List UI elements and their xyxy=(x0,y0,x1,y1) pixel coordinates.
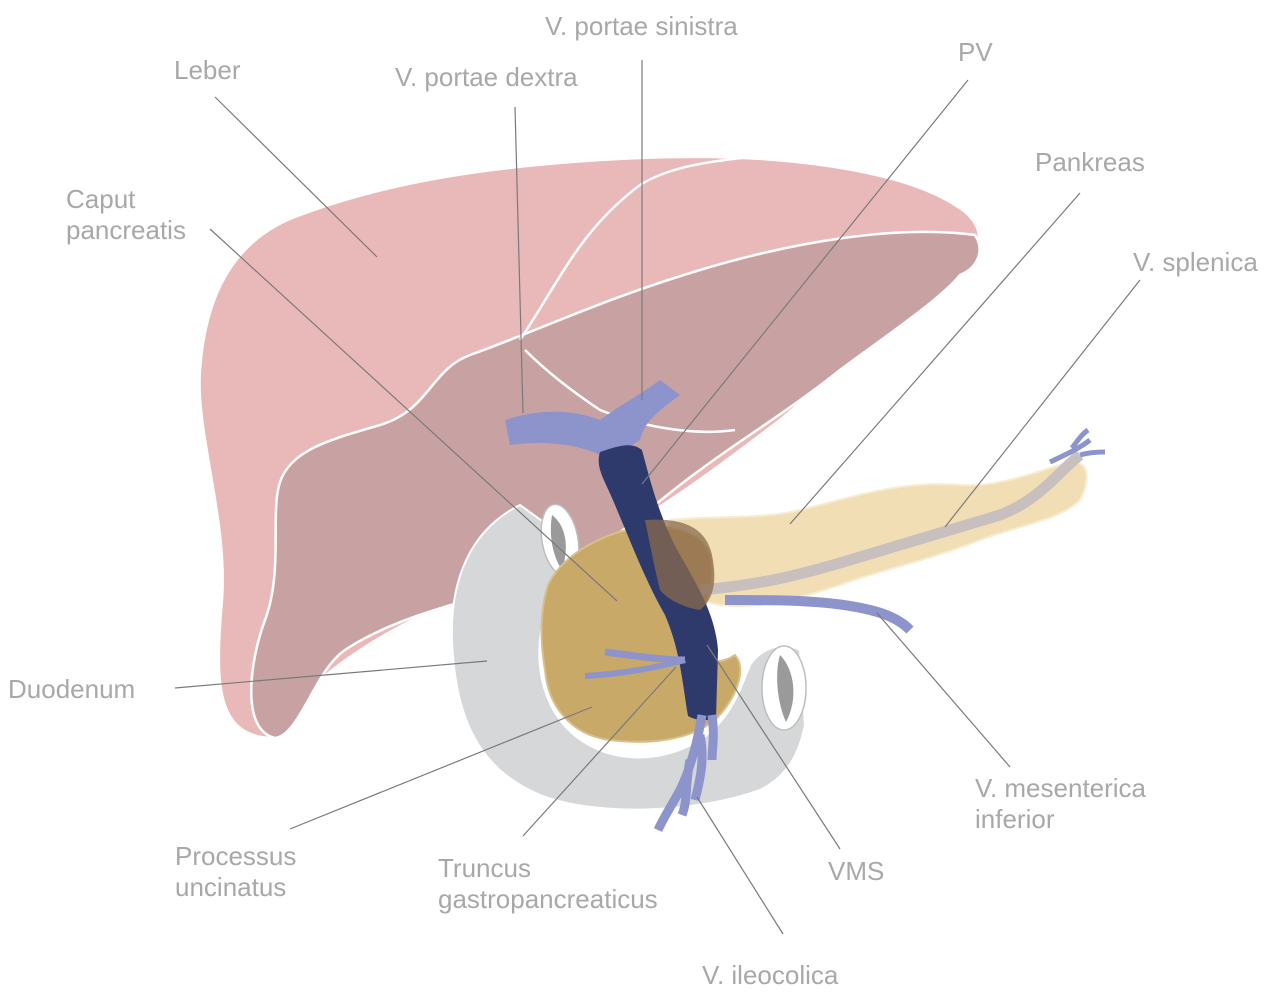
label-pv: PV xyxy=(958,37,993,68)
label-v-ileocolica: V. ileocolica xyxy=(702,960,838,991)
inferior-mesenteric-vein xyxy=(725,600,910,630)
label-leber: Leber xyxy=(174,55,241,86)
label-vmi-line1: V. mesenterica xyxy=(975,773,1146,804)
leader-v-mesenterica-inferior xyxy=(877,613,1010,767)
label-truncus-line1: Truncus xyxy=(438,853,658,884)
label-pankreas: Pankreas xyxy=(1035,147,1145,178)
label-processus-line2: uncinatus xyxy=(175,872,296,903)
label-v-portae-sinistra: V. portae sinistra xyxy=(545,11,738,42)
label-caput-line2: pancreatis xyxy=(66,215,186,246)
label-processus-line1: Processus xyxy=(175,841,296,872)
label-processus-uncinatus: Processus uncinatus xyxy=(175,841,296,903)
leader-v-ileocolica xyxy=(697,797,783,934)
label-caput-line1: Caput xyxy=(66,184,186,215)
label-v-portae-dextra: V. portae dextra xyxy=(395,62,578,93)
label-duodenum: Duodenum xyxy=(8,674,135,705)
label-vmi-line2: inferior xyxy=(975,804,1146,835)
label-v-splenica: V. splenica xyxy=(1133,247,1258,278)
label-truncus-line2: gastropancreaticus xyxy=(438,884,658,915)
label-vms: VMS xyxy=(828,856,884,887)
label-v-mesenterica-inferior: V. mesenterica inferior xyxy=(975,773,1146,835)
label-truncus-gastropancreaticus: Truncus gastropancreaticus xyxy=(438,853,658,915)
label-caput-pancreatis: Caput pancreatis xyxy=(66,184,186,246)
